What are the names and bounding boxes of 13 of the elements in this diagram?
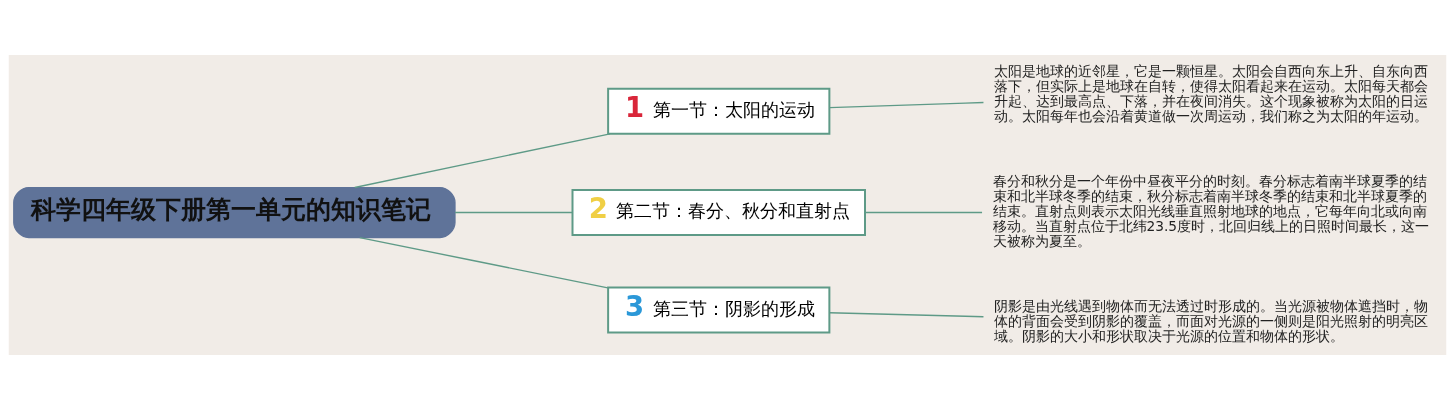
connector <box>864 211 983 214</box>
node-text: 阴影是由光线遇到物体而无法透过时形成的。当光源被物体遮挡时，物体的背面会受到阴影的覆盖，而面对光源的一侧则是阳光照射的明亮区域。阴影的大小和形状取决于光源的位置和物体的形状。 <box>993 298 1428 344</box>
node-box: 科学四年级下册第一单元的知识笔记 <box>13 186 456 239</box>
connector <box>454 211 573 214</box>
connector <box>354 133 611 189</box>
node-box: 3 第三节：阴影的形成 <box>607 286 831 334</box>
connector <box>359 236 609 289</box>
node-text: 太阳是地球的近邻星，它是一颗恒星。太阳会自西向东上升、自东向西落下，但实际上是地球在自转，使得太阳看起来在运动。太阳每天都会升起、达到最高点、下落，并在夜间消失。这个现象被称为太阳的日运动。太阳每年也会沿着黄道做一次周运动，我们称之为太阳的年运动。 <box>993 63 1428 124</box>
node-box: 1 第一节：太阳的运动 <box>607 87 831 135</box>
node-box: 2 第二节：春分、秋分和直射点 <box>571 189 866 236</box>
node-text: 春分和秋分是一个年份中昼夜平分的时刻。春分标志着南半球夏季的结束和北半球冬季的结束，秋分标志着南半球冬季的结束和北半球夏季的结束。直射点则表示太阳光线垂直照射地球的地点，它每年向北或向南移动。当直射点位于北纬23.5度时，北回归线上的日照时间最长，这一天被称为夏至。 <box>992 173 1430 249</box>
connector <box>828 312 985 318</box>
connector <box>828 101 985 109</box>
